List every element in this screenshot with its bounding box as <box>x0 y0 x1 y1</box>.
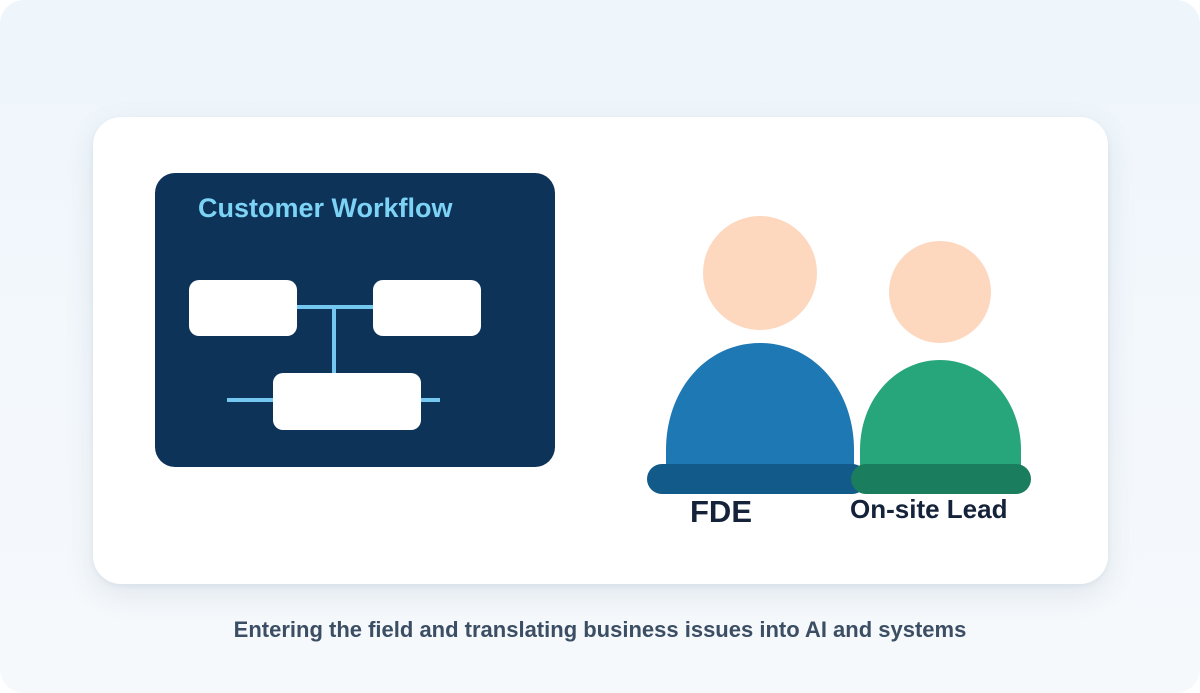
fde-base <box>647 464 867 494</box>
caption: Entering the field and translating busin… <box>233 617 967 642</box>
customer-workflow-title: Customer Workflow <box>198 193 453 223</box>
workflow-box-bottom <box>273 373 421 430</box>
onsite-lead-head <box>889 241 991 343</box>
workflow-box-right <box>373 280 481 336</box>
connector-vertical <box>332 307 336 375</box>
onsite-lead-label: On-site Lead <box>850 494 1008 524</box>
fde-body <box>666 343 854 465</box>
onsite-lead-person-icon <box>851 241 1031 494</box>
fde-label: FDE <box>690 494 752 529</box>
people-illustration <box>647 216 1031 494</box>
workflow-box-left <box>189 280 297 336</box>
onsite-lead-body <box>860 360 1021 466</box>
onsite-lead-base <box>851 464 1031 494</box>
fde-person-icon <box>647 216 867 494</box>
fde-head <box>703 216 817 330</box>
